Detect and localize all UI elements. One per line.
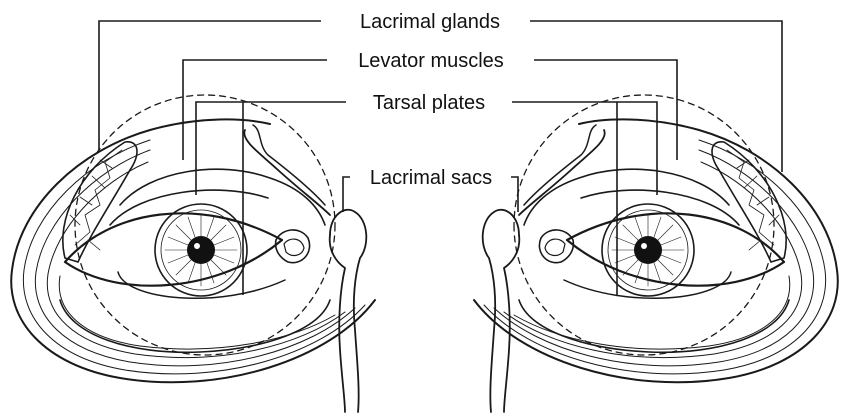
- left-pupil: [187, 236, 215, 264]
- leader-lacrimal-sacs-right: [511, 177, 518, 212]
- label-tarsal-plates: Tarsal plates: [373, 92, 485, 114]
- right-canaliculus: [519, 130, 605, 215]
- label-lacrimal-sacs: Lacrimal sacs: [370, 167, 492, 189]
- left-canaliculus-2: [253, 125, 325, 205]
- right-lower-lid: [519, 300, 789, 352]
- left-caruncle: [276, 230, 310, 263]
- right-pupil: [634, 236, 662, 264]
- right-pupil-highlight: [641, 243, 647, 249]
- leader-lacrimal-glands-left: [99, 21, 321, 150]
- right-caruncle-inner: [545, 239, 565, 255]
- left-orbit-dashed: [75, 95, 335, 355]
- right-eye-illustration: [474, 95, 838, 412]
- leader-tarsal-plates-right-a: [512, 102, 657, 195]
- left-canaliculus: [244, 130, 330, 215]
- right-canaliculus-2: [524, 125, 596, 205]
- leader-levator-muscles-right: [534, 60, 677, 160]
- left-caruncle-inner: [284, 239, 304, 255]
- right-caruncle: [539, 230, 573, 263]
- right-lacrimal-sac: [483, 210, 519, 412]
- left-lacrimal-duct: [330, 235, 345, 412]
- label-levator-muscles: Levator muscles: [358, 50, 504, 72]
- label-lacrimal-glands: Lacrimal glands: [360, 11, 500, 33]
- left-eye-illustration: [11, 95, 375, 412]
- right-lacrimal-duct: [504, 235, 519, 412]
- left-lower-lid: [60, 300, 330, 352]
- left-pupil-highlight: [194, 243, 200, 249]
- leader-levator-muscles-left: [183, 60, 327, 160]
- right-orbit-dashed: [514, 95, 774, 355]
- leader-lacrimal-sacs-left: [343, 177, 350, 212]
- leader-tarsal-plates-left-a: [196, 102, 346, 195]
- left-lacrimal-sac: [330, 210, 366, 412]
